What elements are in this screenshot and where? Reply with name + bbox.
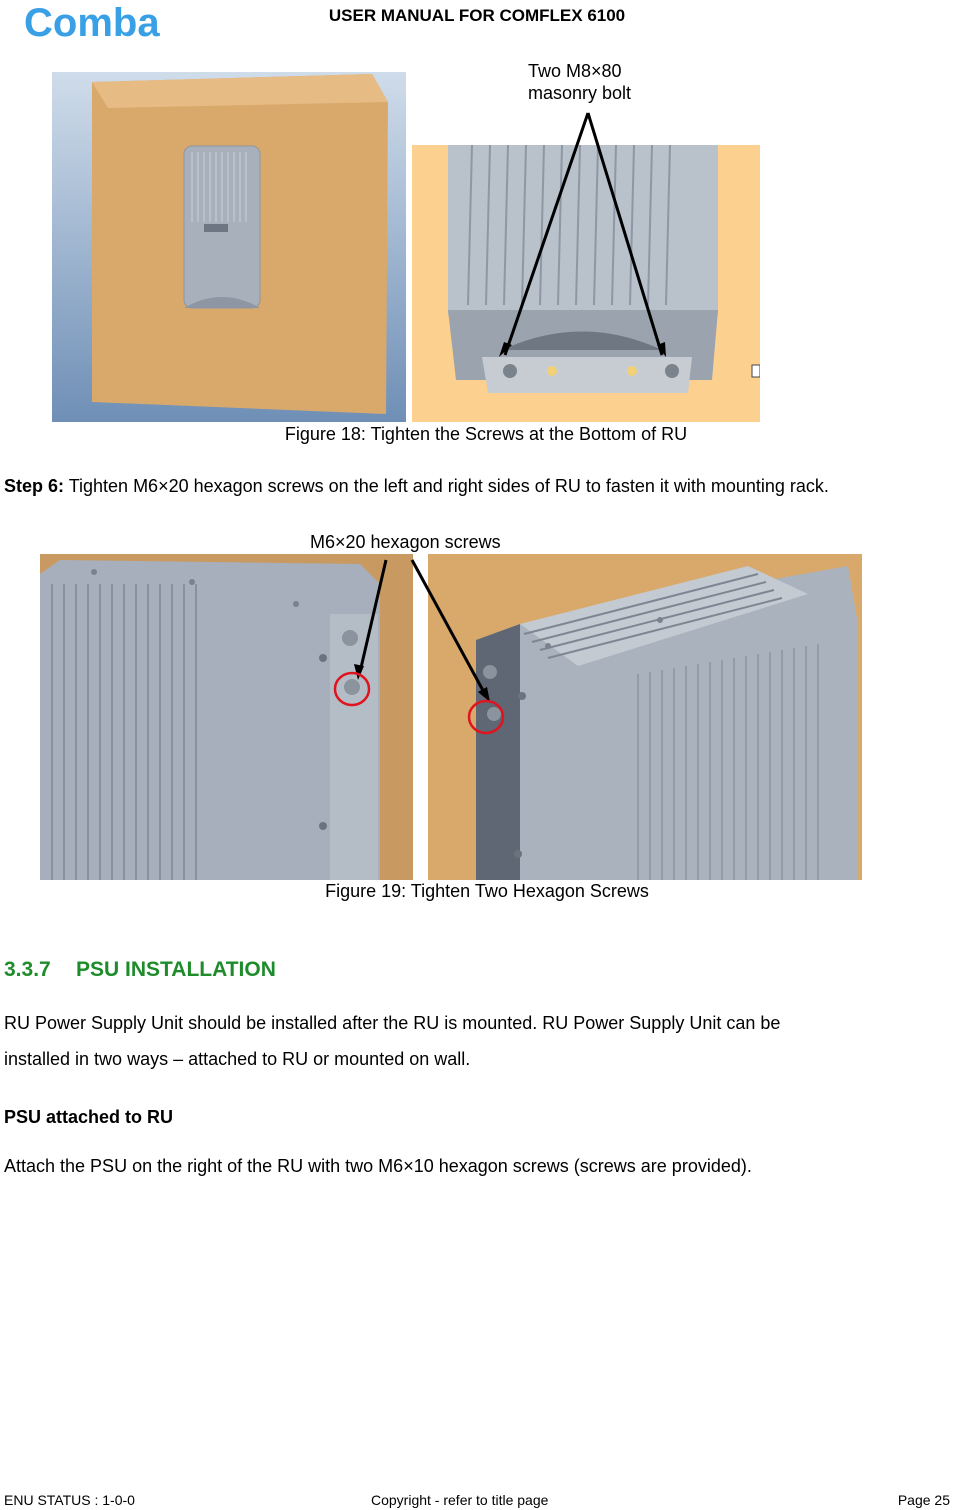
step6-label: Step 6: <box>4 476 65 496</box>
logo-text: Comba <box>24 2 160 42</box>
figure18-callout-line2: masonry bolt <box>528 83 632 103</box>
section-para1-line1: RU Power Supply Unit should be installed… <box>4 1013 781 1033</box>
step6-text: Tighten M6×20 hexagon screws on the left… <box>64 476 829 496</box>
header-title: USER MANUAL FOR COMFLEX 6100 <box>328 6 626 25</box>
comba-logo: Comba <box>24 2 160 42</box>
section-para1-line2: installed in two ways – attached to RU o… <box>4 1049 471 1069</box>
section-title: PSU INSTALLATION <box>76 958 276 981</box>
figure19-caption: Figure 19: Tighten Two Hexagon Screws <box>325 881 649 901</box>
figure18-wall-mount-image <box>52 72 406 422</box>
figure18-caption: Figure 18: Tighten the Screws at the Bot… <box>284 424 688 444</box>
footer-status: ENU STATUS : 1-0-0 <box>4 1492 135 1508</box>
figure18-arrows <box>499 112 666 357</box>
footer-copyright: Copyright - refer to title page <box>371 1492 549 1508</box>
footer-page-number: Page 25 <box>897 1492 950 1508</box>
figure19-callout: M6×20 hexagon screws <box>310 532 501 552</box>
figure19-right-side-image <box>428 554 862 880</box>
figure19-left-side-image <box>40 554 413 880</box>
figure18-bottom-detail-image <box>412 145 760 422</box>
step6-paragraph: Step 6: Tighten M6×20 hexagon screws on … <box>4 476 829 497</box>
section-para2: Attach the PSU on the right of the RU wi… <box>4 1156 752 1176</box>
figure18-callout: Two M8×80 masonry bolt <box>528 60 631 104</box>
figure18-callout-line1: Two M8×80 <box>528 61 622 81</box>
section-number: 3.3.7 <box>4 958 51 981</box>
section-heading: 3.3.7 PSU INSTALLATION <box>4 958 276 982</box>
figure19-arrows-and-markers <box>333 559 505 735</box>
psu-attached-subheading: PSU attached to RU <box>4 1107 174 1127</box>
